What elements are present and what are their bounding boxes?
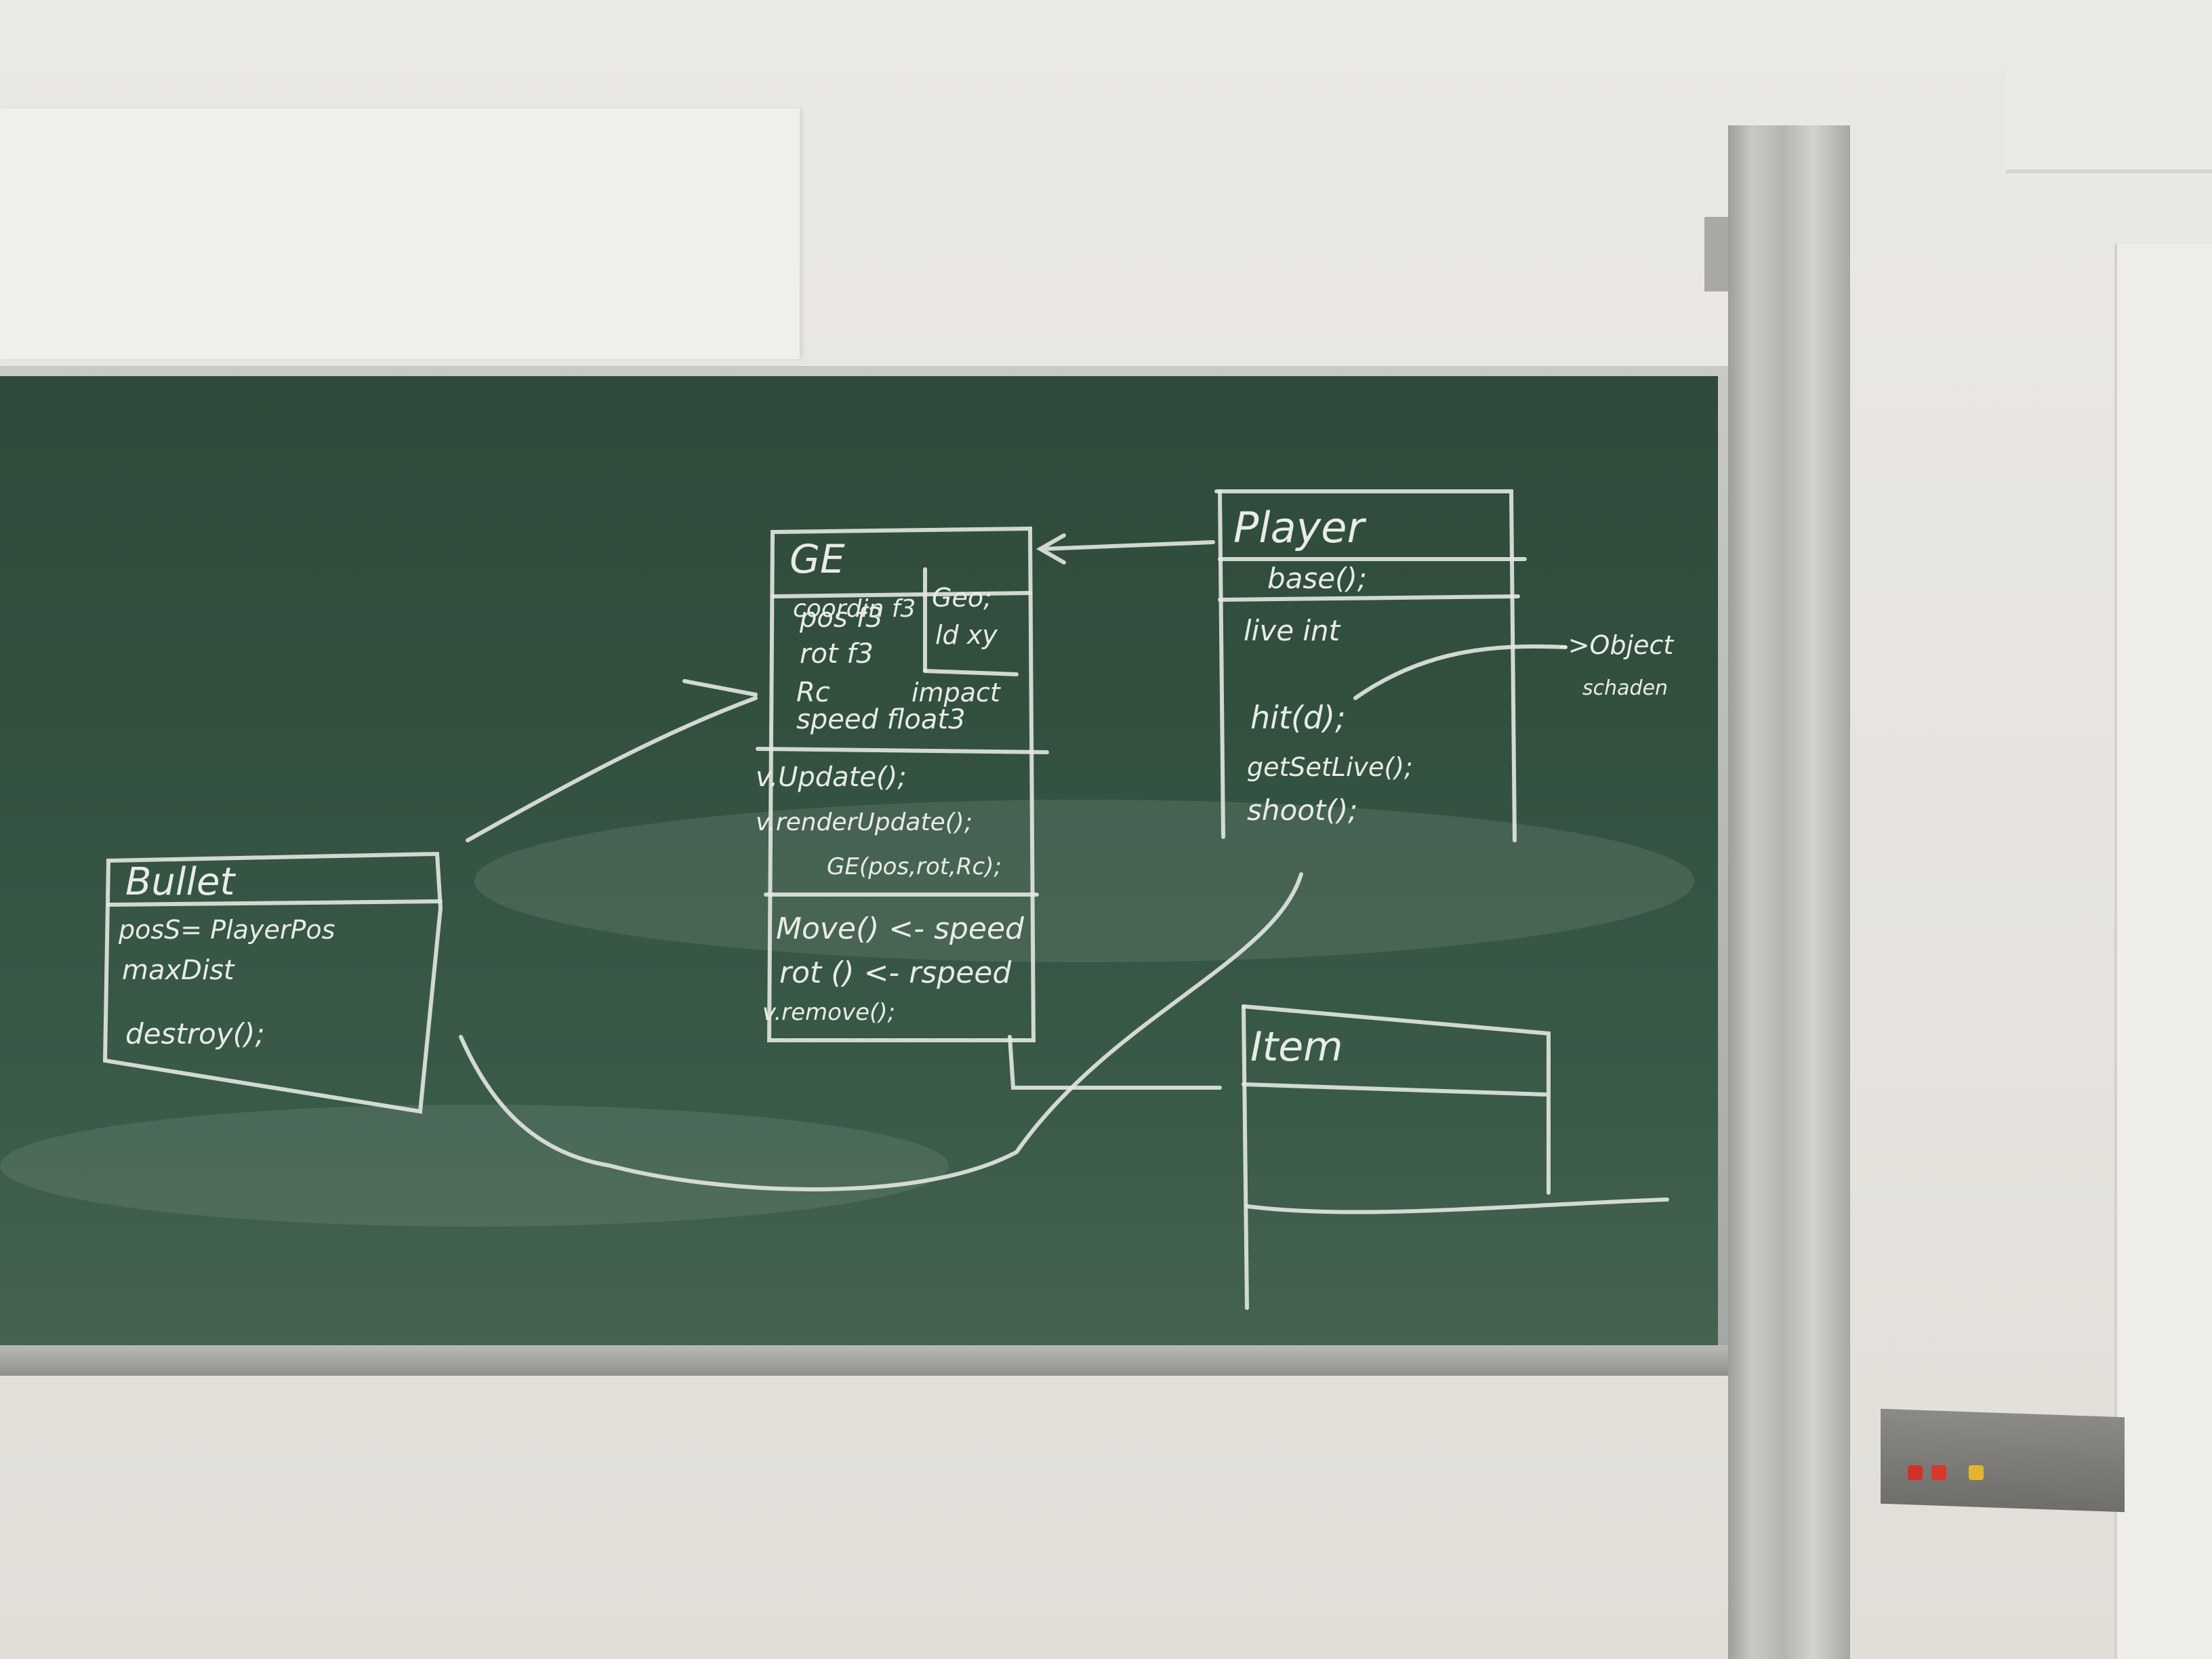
yellow-magnet [1969, 1465, 1984, 1480]
ceiling-trim [2006, 0, 2212, 173]
ge-attr: coordin f3 [793, 595, 916, 623]
ge-geo-xy: ld xy [935, 620, 998, 650]
ge-method: v.Update(); [756, 762, 907, 793]
object-sub: schaden [1582, 676, 1668, 700]
chalk-tray [0, 1345, 1728, 1376]
bullet-title: Bullet [125, 860, 236, 904]
metal-pillar [1728, 125, 1850, 1659]
player-method: getSetLive(); [1247, 752, 1413, 782]
bullet-attr: posS= PlayerPos [118, 915, 335, 945]
ge-geo: Geo; [932, 583, 992, 613]
ge-method: v.renderUpdate(); [756, 808, 972, 836]
red-magnet [1908, 1465, 1923, 1480]
ge-impact: impact [912, 678, 1002, 708]
ge-move: v.remove(); [762, 999, 895, 1026]
ge-attr: rot f3 [800, 638, 874, 670]
bullet-method: destroy(); [125, 1017, 265, 1050]
red-magnet [1931, 1465, 1946, 1480]
player-method: hit(d); [1250, 699, 1346, 736]
player-base: base(); [1267, 562, 1367, 595]
ge-title: GE [790, 536, 845, 582]
chalkboard [0, 376, 1718, 1345]
ge-move: Move() <- speed [776, 912, 1025, 946]
player-method: shoot(); [1247, 794, 1357, 827]
ge-attr: pos f3 [799, 602, 883, 634]
door-frame [2114, 244, 2212, 1659]
wall-panel [0, 108, 800, 359]
player-title: Player [1233, 503, 1366, 552]
ge-move: rot () <- rspeed [779, 956, 1012, 990]
ge-attr: Rc [796, 677, 830, 708]
ge-method: GE(pos,rot,Rc); [827, 853, 1002, 880]
ge-attr: speed float3 [796, 704, 966, 735]
bullet-attr: maxDist [122, 955, 235, 986]
pillar-bracket [1704, 217, 1732, 291]
item-title: Item [1250, 1023, 1343, 1071]
object-note: ->Object [1559, 630, 1675, 660]
player-attr: live int [1244, 614, 1341, 647]
